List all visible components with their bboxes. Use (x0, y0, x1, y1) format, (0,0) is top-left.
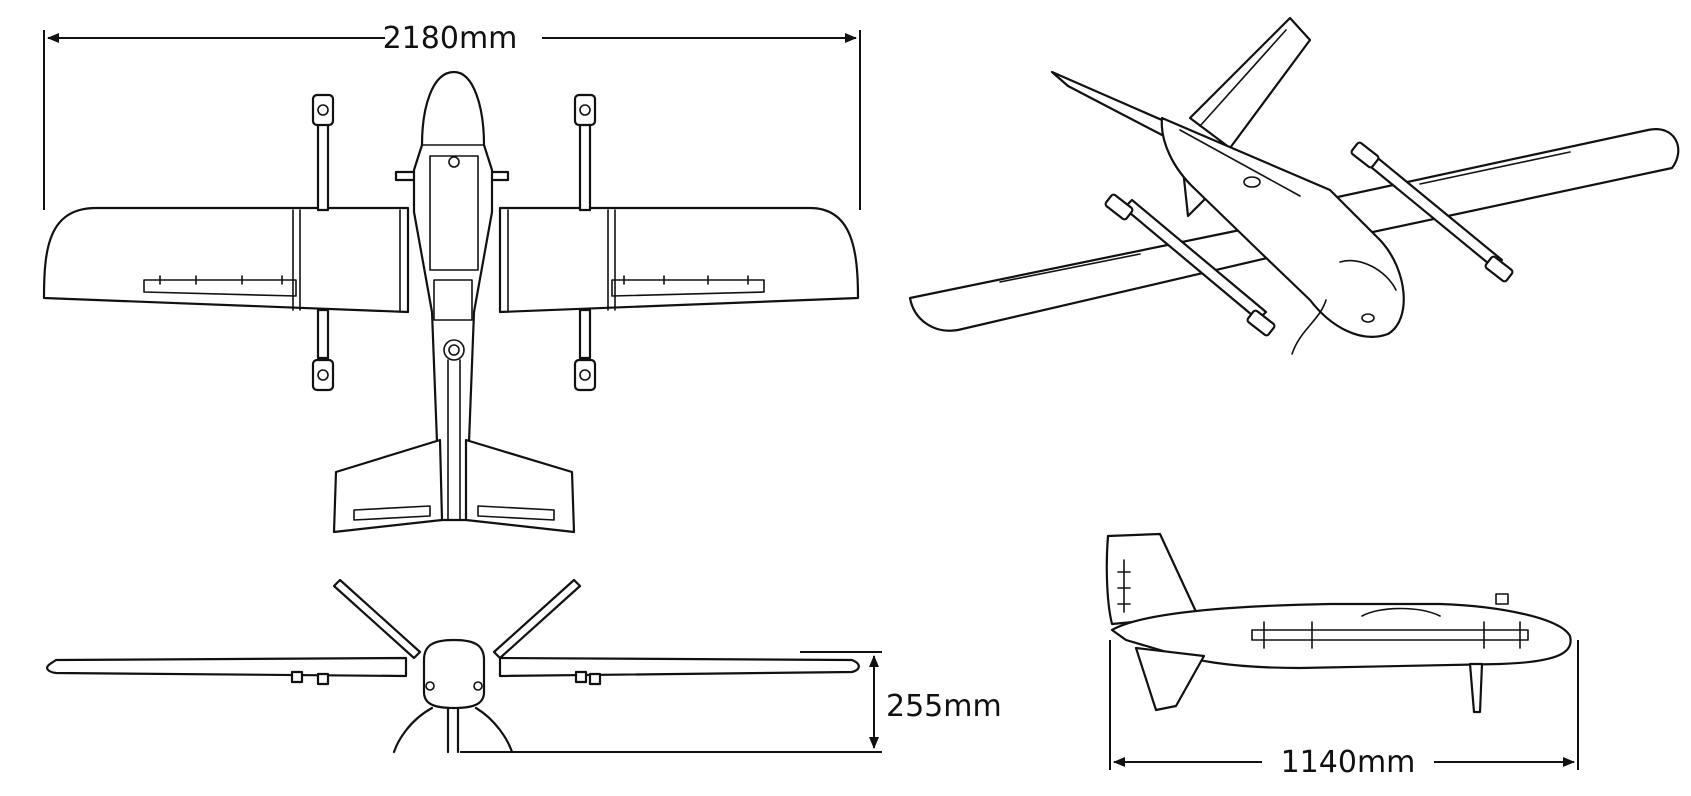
length-label: 1140mm (1281, 745, 1416, 780)
right-aileron (611, 279, 765, 297)
top-fuselage (412, 70, 494, 522)
height-dimension: 255mm (460, 651, 1002, 753)
height-label: 255mm (886, 689, 1002, 724)
side-fuselage (1110, 602, 1572, 670)
side-view: 1140mm (1105, 532, 1579, 780)
wingspan-dimension: 2180mm (43, 21, 861, 210)
iso-motor-arms (1104, 141, 1514, 337)
left-aileron (143, 279, 297, 297)
top-motor-booms (311, 93, 597, 392)
iso-fuselage (1160, 116, 1405, 338)
wingspan-label: 2180mm (383, 21, 518, 56)
right-wing (498, 206, 860, 314)
side-vertical-tail (1105, 532, 1200, 626)
left-wing (42, 206, 410, 314)
front-wings (46, 656, 860, 678)
front-view: 255mm (46, 578, 1002, 754)
iso-right-wing (1294, 128, 1680, 244)
isometric-view (908, 16, 1680, 355)
length-dimension: 1140mm (1109, 640, 1579, 780)
top-view: 2180mm (42, 21, 861, 534)
front-fuselage (422, 638, 486, 710)
